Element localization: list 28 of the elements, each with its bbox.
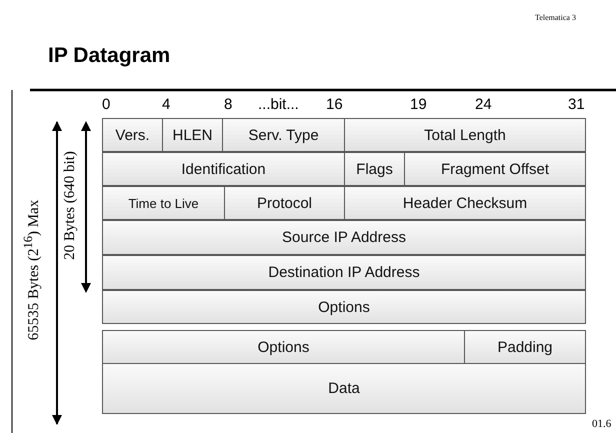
bit-number: 16 <box>326 96 343 113</box>
field-cell: Source IP Address <box>102 220 586 255</box>
field-cell: Header Checksum <box>344 186 586 220</box>
title: IP Datagram <box>48 44 170 68</box>
field-cell: HLEN <box>162 118 223 152</box>
field-cell: Serv. Type <box>222 118 345 152</box>
bit-number: 19 <box>410 96 427 113</box>
bit-number: 31 <box>568 96 585 113</box>
field-cell: Padding <box>464 330 586 364</box>
field-cell: Vers. <box>102 118 163 152</box>
field-cell: Flags <box>344 152 405 186</box>
field-cell: Protocol <box>224 186 345 220</box>
course-name: Telematica 3 <box>535 13 576 22</box>
field-cell: Total Length <box>344 118 586 152</box>
field-cell: Identification <box>102 152 345 186</box>
axis-caption: ...bit... <box>258 96 299 113</box>
field-cell: Time to Live <box>102 186 225 220</box>
field-cell: Options <box>102 330 465 364</box>
bit-number: 8 <box>224 96 232 113</box>
bit-number: 4 <box>162 96 170 113</box>
bit-number: 0 <box>102 96 110 113</box>
field-cell: Destination IP Address <box>102 255 586 290</box>
page-number: 01.6 <box>592 418 612 430</box>
field-cell: Data <box>102 363 586 414</box>
field-cell: Options <box>102 290 586 324</box>
bit-number: 24 <box>475 96 492 113</box>
dimension-label: 20 Bytes (640 bit) <box>61 150 78 260</box>
field-cell: Fragment Offset <box>404 152 586 186</box>
